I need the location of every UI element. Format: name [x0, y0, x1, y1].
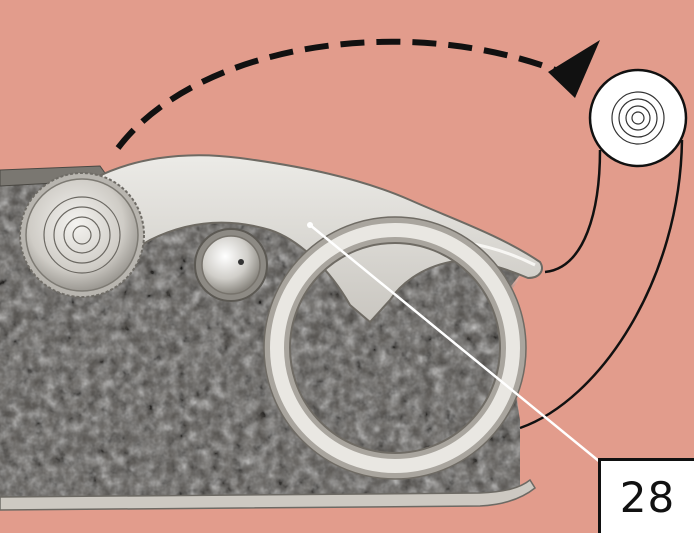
- inset-connector-lower: [520, 140, 682, 428]
- detail-inset: [590, 70, 686, 166]
- callout-leader-dot: [307, 222, 313, 228]
- rewind-knob: [20, 173, 144, 297]
- inset-connector-upper: [545, 150, 600, 272]
- lever-screw: [195, 229, 267, 301]
- callout-number: 28: [598, 458, 694, 533]
- rotation-arrow-head: [548, 40, 600, 98]
- rotation-arrow-path: [118, 42, 575, 148]
